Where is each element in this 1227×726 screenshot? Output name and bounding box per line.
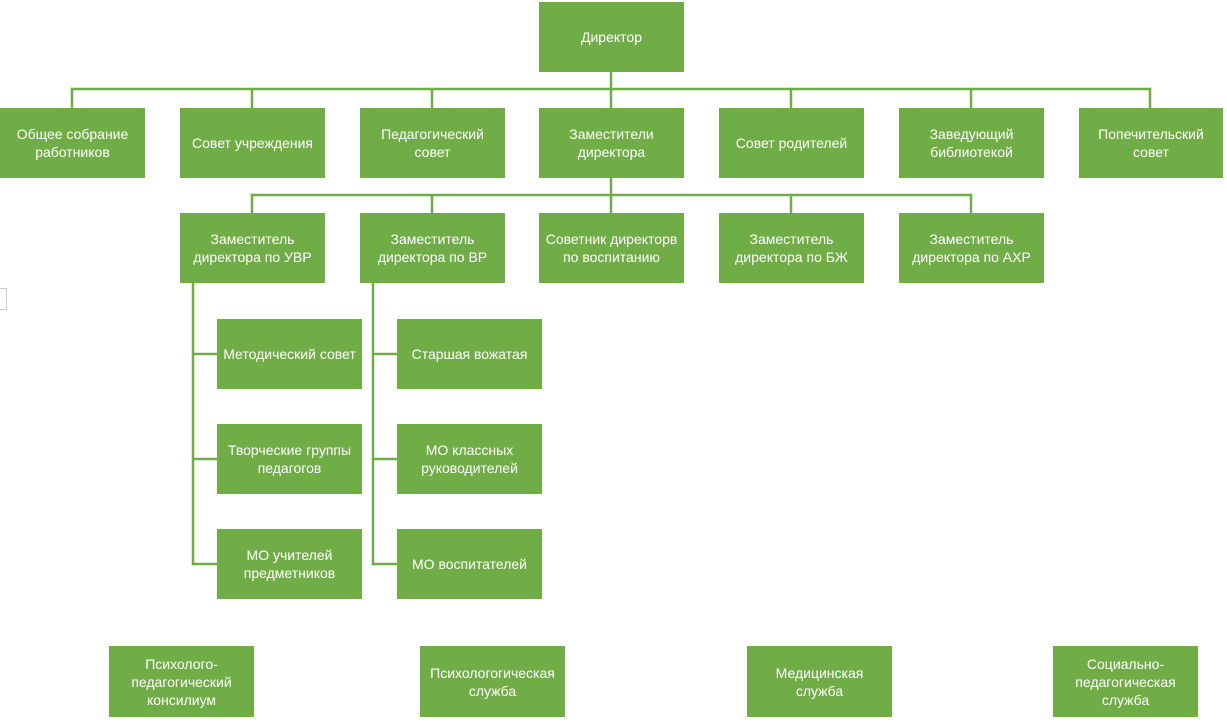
node-mo-subject-teachers[interactable]: МО учителей предметников bbox=[217, 529, 362, 599]
node-trustee-council[interactable]: Попечительский совет bbox=[1079, 108, 1223, 178]
node-director-label: Директор bbox=[581, 29, 642, 45]
node-social-service[interactable]: Социально- педагогическая служба bbox=[1053, 646, 1198, 717]
node-deputy-directors-label: Заместители директора bbox=[569, 126, 654, 160]
node-deputy-ahr[interactable]: Заместитель директора по АХР bbox=[899, 213, 1044, 283]
node-deputy-ahr-label: Заместитель директора по АХР bbox=[912, 231, 1031, 265]
node-mo-class-teachers[interactable]: МО классных руководителей bbox=[397, 424, 542, 494]
node-social-service-label: Социально- педагогическая служба bbox=[1075, 655, 1176, 708]
node-mo-subject-teachers-label: МО учителей предметников bbox=[243, 547, 336, 581]
node-library-head[interactable]: Заведующий библиотекой bbox=[899, 108, 1044, 178]
node-parents-council-label: Совет родителей bbox=[735, 135, 848, 151]
node-institution-council[interactable]: Совет учреждения bbox=[180, 108, 325, 178]
node-senior-counselor[interactable]: Старшая вожатая bbox=[397, 319, 542, 389]
node-deputy-uvr-label: Заместитель директора по УВР bbox=[193, 231, 312, 265]
node-ppk[interactable]: Психолого- педагогический консилиум bbox=[109, 646, 254, 717]
node-creative-groups-label: Творческие группы педагогов bbox=[227, 442, 352, 476]
node-deputy-uvr[interactable]: Заместитель директора по УВР bbox=[180, 213, 325, 283]
node-deputy-bzh[interactable]: Заместитель директора по БЖ bbox=[719, 213, 864, 283]
node-deputy-vr-label: Заместитель директора по ВР bbox=[377, 231, 488, 265]
node-senior-counselor-label: Старшая вожатая bbox=[411, 346, 528, 362]
node-pedagogical-council-label: Педагогический совет bbox=[381, 126, 484, 160]
node-psych-service-label: Психологогическая служба bbox=[430, 664, 555, 699]
node-mo-educators-label: МО воспитателей bbox=[412, 556, 527, 572]
node-psych-service[interactable]: Психологогическая служба bbox=[420, 646, 565, 717]
node-deputy-vr[interactable]: Заместитель директора по ВР bbox=[360, 213, 505, 283]
node-deputy-bzh-label: Заместитель директора по БЖ bbox=[735, 231, 848, 265]
node-library-head-label: Заведующий библиотекой bbox=[929, 126, 1014, 160]
node-parents-council[interactable]: Совет родителей bbox=[719, 108, 864, 178]
node-advisor-upbringing-label: Советник директорв по воспитанию bbox=[545, 231, 678, 265]
node-mo-educators[interactable]: МО воспитателей bbox=[397, 529, 542, 599]
node-medical-service-label: Медицинская служба bbox=[775, 664, 864, 699]
node-methodical-council-label: Методический совет bbox=[223, 346, 356, 362]
node-general-meeting-label: Общее собрание работников bbox=[16, 126, 129, 160]
node-mo-class-teachers-label: МО классных руководителей bbox=[421, 442, 518, 476]
node-general-meeting[interactable]: Общее собрание работников bbox=[0, 108, 145, 178]
node-methodical-council[interactable]: Методический совет bbox=[217, 319, 362, 389]
node-institution-council-label: Совет учреждения bbox=[192, 135, 313, 151]
node-advisor-upbringing[interactable]: Советник директорв по воспитанию bbox=[539, 213, 684, 283]
node-trustee-council-label: Попечительский совет bbox=[1098, 126, 1204, 160]
node-medical-service[interactable]: Медицинская служба bbox=[747, 646, 892, 717]
node-creative-groups[interactable]: Творческие группы педагогов bbox=[217, 424, 362, 494]
node-pedagogical-council[interactable]: Педагогический совет bbox=[360, 108, 505, 178]
left-edge-handle bbox=[0, 288, 7, 310]
node-ppk-label: Психолого- педагогический консилиум bbox=[131, 655, 232, 708]
node-director[interactable]: Директор bbox=[539, 2, 684, 72]
node-deputy-directors[interactable]: Заместители директора bbox=[539, 108, 684, 178]
